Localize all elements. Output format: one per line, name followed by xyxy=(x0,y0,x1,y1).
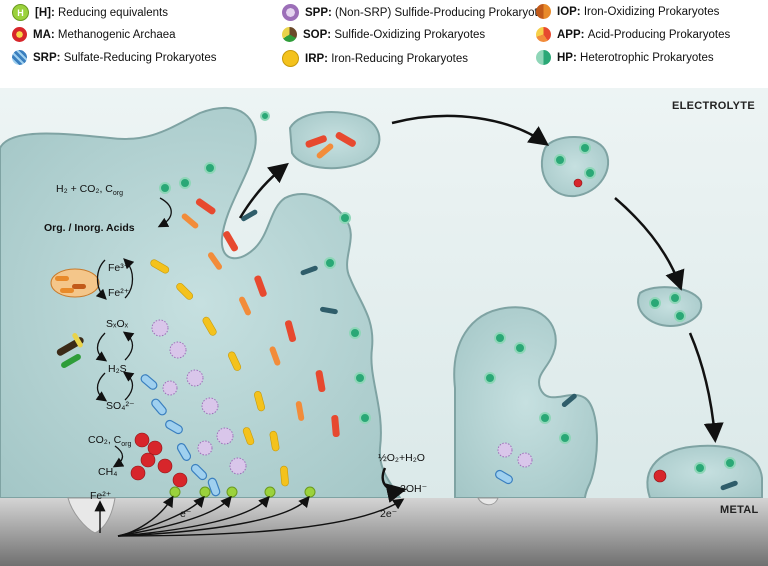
legend-abbr: SPP: xyxy=(305,6,332,19)
methanogenic-archaea-icon xyxy=(12,27,27,42)
oh-label: 2OH⁻ xyxy=(400,483,428,495)
sop-cluster-left xyxy=(56,332,84,368)
electron-arrows xyxy=(94,495,405,537)
legend-abbr: APP: xyxy=(557,28,585,41)
detached-biofilm-small xyxy=(288,111,381,170)
process-arrows xyxy=(238,114,724,503)
electron-label-2: 2e⁻ xyxy=(380,508,398,520)
legend-text: Methanogenic Archaea xyxy=(57,28,176,41)
legend-item-sop: SOP: Sulfide-Oxidizing Prokaryotes xyxy=(282,27,485,42)
legend-abbr: HP: xyxy=(557,51,577,64)
fe2-label: Fe²⁺ xyxy=(108,287,130,299)
h2s-label: H₂S xyxy=(108,363,127,375)
legend-text: Iron-Oxidizing Prokaryotes xyxy=(583,5,720,18)
srp-icon xyxy=(12,50,27,65)
legend: H [H]: Reducing equivalents MA: Methanog… xyxy=(0,0,768,88)
electron-label-1: e⁻ xyxy=(180,508,192,520)
legend-text: Acid-Producing Prokaryotes xyxy=(587,28,731,41)
legend-text: Sulfide-Oxidizing Prokaryotes xyxy=(334,28,486,41)
metal-label: METAL xyxy=(720,504,759,516)
legend-item-irp: IRP: Iron-Reducing Prokaryotes xyxy=(282,50,468,67)
h-badges xyxy=(169,486,316,498)
bacteria-clusters xyxy=(50,111,738,497)
legend-item-app: APP: Acid-Producing Prokaryotes xyxy=(536,27,730,42)
legend-item-srp: SRP: Sulfate-Reducing Prokaryotes xyxy=(12,50,216,65)
app-icon xyxy=(536,27,551,42)
iop-cluster-left xyxy=(50,268,100,298)
legend-abbr: MA: xyxy=(33,28,55,41)
legend-item-hp: HP: Heterotrophic Prokaryotes xyxy=(536,50,714,65)
fe2-metal-label: Fe²⁺ xyxy=(90,490,112,502)
legend-text: Iron-Reducing Prokaryotes xyxy=(331,52,468,65)
hp-icon xyxy=(536,50,551,65)
legend-text: Sulfate-Reducing Prokaryotes xyxy=(63,51,217,64)
legend-text: Reducing equivalents xyxy=(58,6,168,19)
legend-item-ma: MA: Methanogenic Archaea xyxy=(12,27,176,42)
fe3-label: Fe³⁺ xyxy=(108,262,130,274)
legend-item-iop: IOP: Iron-Oxidizing Prokaryotes xyxy=(536,4,719,19)
legend-abbr: SRP: xyxy=(33,51,61,64)
floating-clump-1 xyxy=(540,136,610,198)
so4-label: SO₄²⁻ xyxy=(106,400,135,412)
ch4-label: CH₄ xyxy=(98,466,118,478)
cycle-arrows xyxy=(95,197,172,468)
sop-icon xyxy=(282,27,297,42)
iop-icon xyxy=(536,4,551,19)
acids-label: Org. / Inorg. Acids xyxy=(44,222,135,234)
irp-icon xyxy=(282,50,299,67)
corrosion-pit-small xyxy=(477,497,499,506)
legend-abbr: SOP: xyxy=(303,28,332,41)
spp-icon xyxy=(282,4,299,21)
legend-text: (Non-SRP) Sulfide-Producing Prokaryotes xyxy=(335,6,550,19)
co2corg-label: CO₂, Corg xyxy=(88,434,132,449)
legend-abbr: [H]: xyxy=(35,6,55,19)
electrolyte-label: ELECTROLYTE xyxy=(672,100,755,112)
legend-item-spp: SPP: (Non-SRP) Sulfide-Producing Prokary… xyxy=(282,4,550,21)
legend-item-h: H [H]: Reducing equivalents xyxy=(12,4,168,21)
legend-text: Heterotrophic Prokaryotes xyxy=(580,51,714,64)
legend-abbr: IOP: xyxy=(557,5,581,18)
biofilm-scene: ELECTROLYTE METAL H₂ + CO₂, Corg Org. / … xyxy=(0,88,768,566)
legend-abbr: IRP: xyxy=(305,52,328,65)
scene-graphic xyxy=(0,88,768,566)
h-reducing-equivalent-icon: H xyxy=(12,4,29,21)
h2-co2-label: H₂ + CO₂, Corg xyxy=(56,183,123,198)
sxox-label: SₓOₓ xyxy=(106,318,129,330)
o2-h2o-label: ½O₂+H₂O xyxy=(378,452,425,464)
middle-biofilm xyxy=(453,306,598,499)
